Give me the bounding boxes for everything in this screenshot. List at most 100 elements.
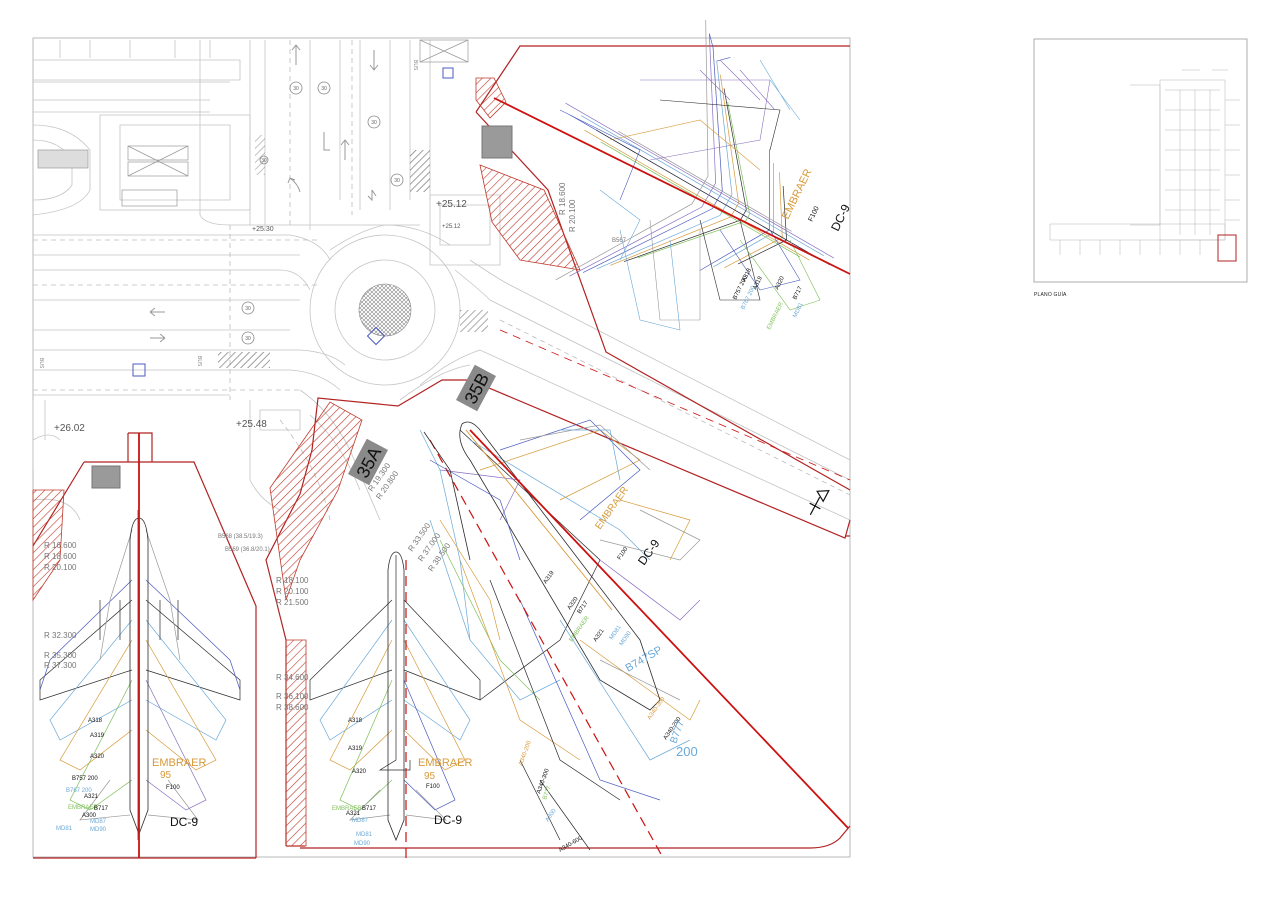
aircraft-label: F100 [617,546,630,561]
aircraft-label: A319 [90,733,105,739]
aircraft-label: DC-9 [828,202,853,234]
bus-marking: BUS [196,356,202,367]
speed-sign-label: 30 [321,86,327,92]
aircraft-label: A321 [346,811,361,817]
level-label: +25.12 [442,224,461,230]
aircraft-label: B767 200 [66,788,92,794]
road-arrows [149,44,379,343]
aircraft-label: MD81 [356,832,373,838]
road-hatch-zone [460,310,488,332]
aircraft-label: A321 [84,794,99,800]
aircraft-label: A340-200 [518,740,533,767]
aircraft-envelopes-35b [429,419,701,851]
bus-marking: BUS [38,358,44,369]
level-label: +25.48 [236,419,267,430]
aircraft-label: A340-600 [558,835,584,854]
aircraft-label: MD90 [90,827,107,833]
aircraft-label: MD81 [792,301,805,319]
drain-symbol [442,67,454,79]
radius-label: R 20.100 [568,199,577,232]
aircraft-label: MD81 [609,624,623,641]
aircraft-label: DC-9 [635,536,663,567]
aircraft-label: B777 [542,785,553,801]
radius-label: R 18.600 [558,182,567,215]
aircraft-label: DC-9 [434,813,462,827]
aircraft-label: MD81 [56,826,73,832]
roadway-linework [32,40,851,521]
aircraft-label: EMBRAER [418,757,472,769]
radius-label: R 21.500 [276,598,309,607]
drain-symbol [366,326,386,346]
aircraft-label: A300 [82,813,97,819]
radius-label: R 32.300 [44,631,77,640]
radius-label: R 36.100 [276,692,309,701]
aircraft-label: A320 [352,769,367,775]
equipment-block [481,125,513,159]
drain-symbol [132,363,146,377]
aircraft-label: B747SP [624,644,665,675]
speed-sign-label: 30 [394,178,400,184]
aircraft-label: F100 [426,784,440,790]
aircraft-label: EMBRAER [780,167,815,221]
aircraft-label: EMBRAER [569,615,591,643]
aircraft-label: A319 [543,570,556,585]
level-label: +25.12 [436,199,467,210]
radius-label: R 18.100 [276,576,309,585]
aircraft-label: DC-9 [170,815,198,829]
road-dash-markings [33,40,851,521]
equipment-block [91,465,121,489]
aircraft-label: 95 [424,771,436,782]
note-label: B567 [612,238,627,244]
aircraft-label: A320 [90,754,105,760]
radius-label: R 20.100 [44,563,77,572]
stand-boundaries [32,45,851,859]
bus-marking: BUS [412,60,418,71]
aircraft-label: 95 [160,770,172,781]
aircraft-label: EMBRAER [332,806,362,812]
aircraft-outline-fan [559,59,821,331]
aircraft-label: 200 [676,744,698,759]
level-label: +26.02 [54,423,85,434]
road-hatch-zone [410,150,430,192]
aircraft-label: A319 [752,275,764,291]
aircraft-label: MD90 [354,841,371,847]
aircraft-envelopes-35a [309,429,521,821]
radius-label: R 37.300 [44,661,77,670]
aircraft-envelopes-left [39,510,241,840]
road-hatch-zone [218,352,270,368]
aircraft-label: EMBRAER [152,757,206,769]
radius-label: R 35.300 [44,651,77,660]
aircraft-label: B717 [94,806,109,812]
aircraft-fuselage-outline [387,551,405,842]
stand-centreline [493,97,851,275]
aircraft-label: B717 [792,285,804,301]
aircraft-label: A321 [593,628,606,643]
speed-sign-label: 30 [371,120,377,126]
radius-label: R 18.600 [44,552,77,561]
road-hatch-zone [255,135,265,175]
aircraft-label: F100 [808,205,821,223]
aircraft-label: A320 [774,275,786,291]
aircraft-fuselage-outline [423,431,471,561]
note-label: B569 (36.8/20.1) [225,547,270,553]
aircraft-label: EMBRAER [68,805,98,811]
taxi-guideline-dashed [499,329,851,481]
stand-centreline [469,429,849,829]
aircraft-label: A319 [348,746,363,752]
aircraft-label: B757 200 [72,776,98,782]
aircraft-label: EMBRAER [593,485,630,532]
aircraft-fuselage-outline [465,429,613,611]
aircraft-fuselage-outline [459,421,661,711]
speed-sign-label: 30 [245,336,251,342]
aircraft-label: EMBRAER [766,301,785,331]
aircraft-label: A318 [348,718,363,724]
aircraft-label: MD90 [619,630,633,647]
aircraft-label: MD87 [352,818,369,824]
landside-structures [37,39,469,207]
roundabout-island [358,283,412,337]
guide-plan [1033,38,1248,283]
drawing-frame [32,37,851,858]
note-label: B568 (38.5/19.3) [218,534,263,540]
aircraft-label: F100 [166,785,180,791]
